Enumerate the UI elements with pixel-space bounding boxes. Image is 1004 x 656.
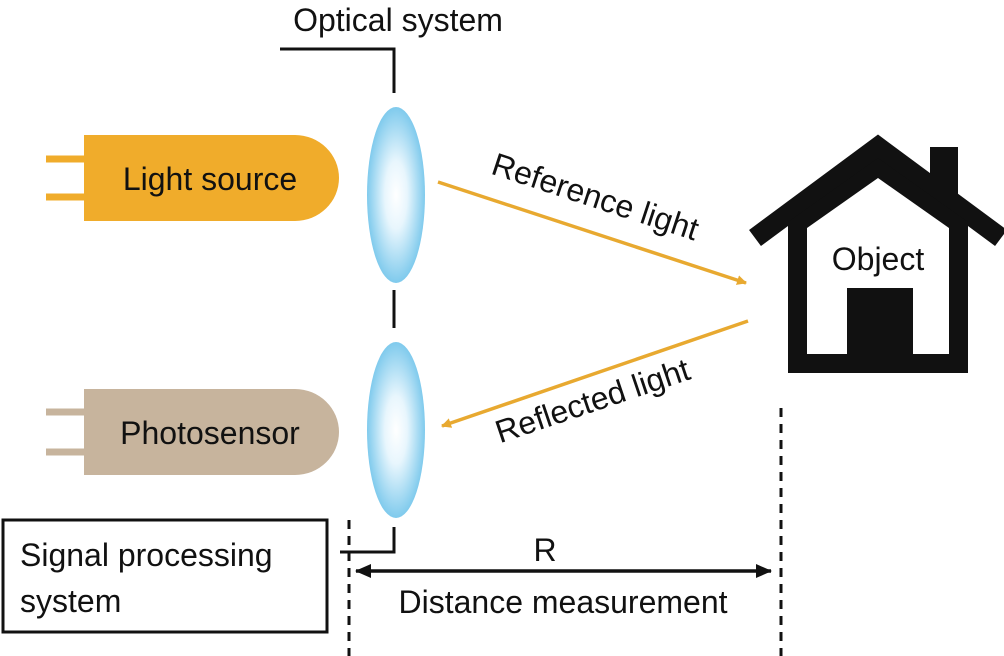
photosensor-label: Photosensor xyxy=(120,415,300,451)
light-source-label: Light source xyxy=(123,161,297,197)
reference-light-arrow xyxy=(437,180,747,285)
upper-lens-icon xyxy=(367,107,425,283)
photosensor: Photosensor xyxy=(46,389,339,475)
signal-processing-label-line1: Signal processing xyxy=(20,537,273,573)
lower-lens-icon xyxy=(367,342,425,518)
photosensor-body xyxy=(84,389,339,475)
reflected-light-arrow xyxy=(441,319,749,428)
optical-system-label: Optical system xyxy=(293,2,503,38)
photosensor-pins xyxy=(46,408,84,456)
signal-processing-box xyxy=(1,518,329,634)
light-source: Light source xyxy=(46,135,339,221)
distance-symbol: R xyxy=(533,532,556,568)
light-source-body xyxy=(84,135,339,221)
object-label: Object xyxy=(832,241,925,277)
signal-processing-label-line2: system xyxy=(20,583,121,619)
house-icon xyxy=(749,134,1004,373)
light-source-pins xyxy=(46,155,84,201)
optical-system-bracket xyxy=(280,47,396,554)
distance-measurement-label: Distance measurement xyxy=(398,584,727,620)
